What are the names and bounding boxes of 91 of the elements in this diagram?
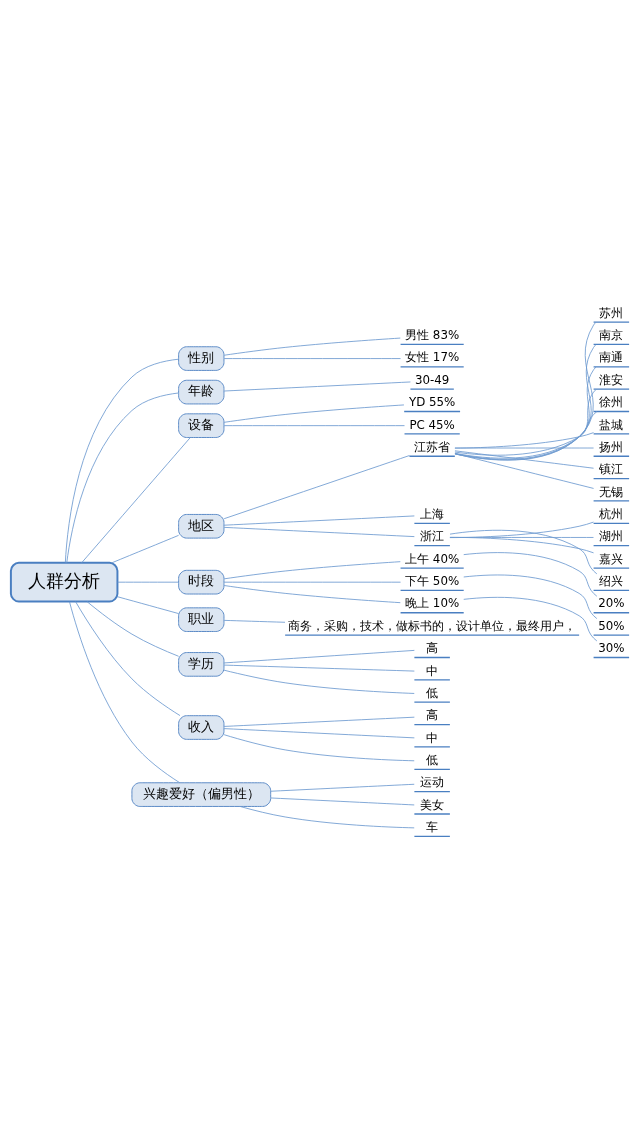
node-text: 运动 [420, 774, 445, 789]
node-text: 下午 50% [405, 573, 460, 588]
node-text: 晚上 10% [405, 595, 460, 610]
connector [223, 649, 415, 663]
node-box: 设备 [178, 412, 225, 438]
node-text: 南通 [599, 349, 624, 364]
connector [454, 449, 594, 469]
node-text: 杭州 [599, 506, 624, 521]
connector [223, 584, 401, 603]
node-text: 商务，采购，技术，做标书的，设计单位，最终用户， [288, 618, 577, 633]
node-text: 低 [426, 752, 439, 767]
node-text: 高 [426, 707, 439, 722]
connector [454, 431, 594, 449]
node-box: 人群分析 [9, 561, 119, 603]
connector [223, 727, 415, 738]
connector [223, 669, 415, 694]
connector [454, 365, 597, 460]
connector [463, 596, 598, 641]
node-text: YD 55% [408, 394, 456, 409]
node-text: 扬州 [599, 439, 624, 454]
node-text: 中 [426, 730, 439, 745]
node-text: 淮安 [599, 372, 624, 387]
node-box: 兴趣爱好（偏男性） [131, 781, 272, 807]
connector [223, 404, 405, 423]
node-text: 车 [426, 819, 439, 834]
node-text: PC 45% [409, 417, 455, 432]
node-text: 上午 40% [405, 551, 460, 566]
node-text: 苏州 [599, 305, 624, 320]
node-text: 绍兴 [599, 573, 624, 588]
connector [69, 600, 181, 783]
connector [117, 595, 179, 614]
connector [111, 534, 179, 563]
node-box: 时段 [178, 569, 225, 594]
node-text: 高 [426, 640, 439, 655]
connector [223, 454, 410, 519]
connector [117, 581, 179, 583]
connector [223, 664, 415, 671]
node-text: 浙江 [420, 528, 445, 543]
connector [81, 436, 191, 563]
node-text: 男性 83% [405, 327, 460, 342]
node-text: 徐州 [599, 394, 624, 409]
connector [66, 392, 179, 563]
node-text: 嘉兴 [599, 551, 624, 566]
node-text: 上海 [420, 506, 445, 521]
connector [64, 358, 179, 563]
connector [223, 424, 405, 426]
connector [270, 783, 415, 792]
connector [454, 343, 597, 460]
node-text: 女性 17% [405, 349, 460, 364]
node-box: 性别 [178, 345, 225, 371]
connector [463, 574, 598, 619]
node-box: 学历 [178, 651, 225, 677]
node-text: 湖州 [599, 528, 624, 543]
connector [86, 600, 180, 657]
node-box: 年龄 [178, 379, 225, 404]
connector [239, 805, 415, 828]
connector [223, 526, 415, 537]
node-text: 美女 [420, 797, 445, 812]
node-text: 低 [426, 685, 439, 700]
connector [223, 357, 401, 359]
connector [223, 515, 415, 526]
connector [454, 410, 598, 456]
connector [449, 529, 598, 574]
connector [454, 321, 597, 461]
connector [223, 716, 415, 727]
node-text: 中 [426, 663, 439, 678]
node-box: 收入 [178, 714, 225, 740]
node-text: 30-49 [414, 372, 450, 387]
connector [223, 560, 401, 579]
connector [75, 600, 181, 716]
node-box: 职业 [178, 606, 225, 632]
node-text: 50% [598, 618, 625, 633]
node-text: 无锡 [599, 484, 624, 499]
connector [454, 447, 594, 448]
connector [449, 536, 594, 553]
connector [223, 733, 415, 761]
connector [454, 388, 597, 459]
connector [223, 381, 411, 391]
node-text: 30% [598, 640, 625, 655]
node-box: 地区 [178, 513, 225, 539]
connector [223, 337, 401, 356]
node-text: 南京 [599, 327, 624, 342]
node-text: 江苏省 [414, 439, 451, 454]
connector [454, 452, 594, 489]
connector [223, 581, 401, 583]
node-text: 镇江 [599, 461, 624, 476]
connector [270, 797, 415, 805]
node-text: 盐城 [599, 417, 624, 432]
connector [223, 619, 286, 623]
node-text: 20% [598, 595, 625, 610]
connector [463, 551, 598, 597]
